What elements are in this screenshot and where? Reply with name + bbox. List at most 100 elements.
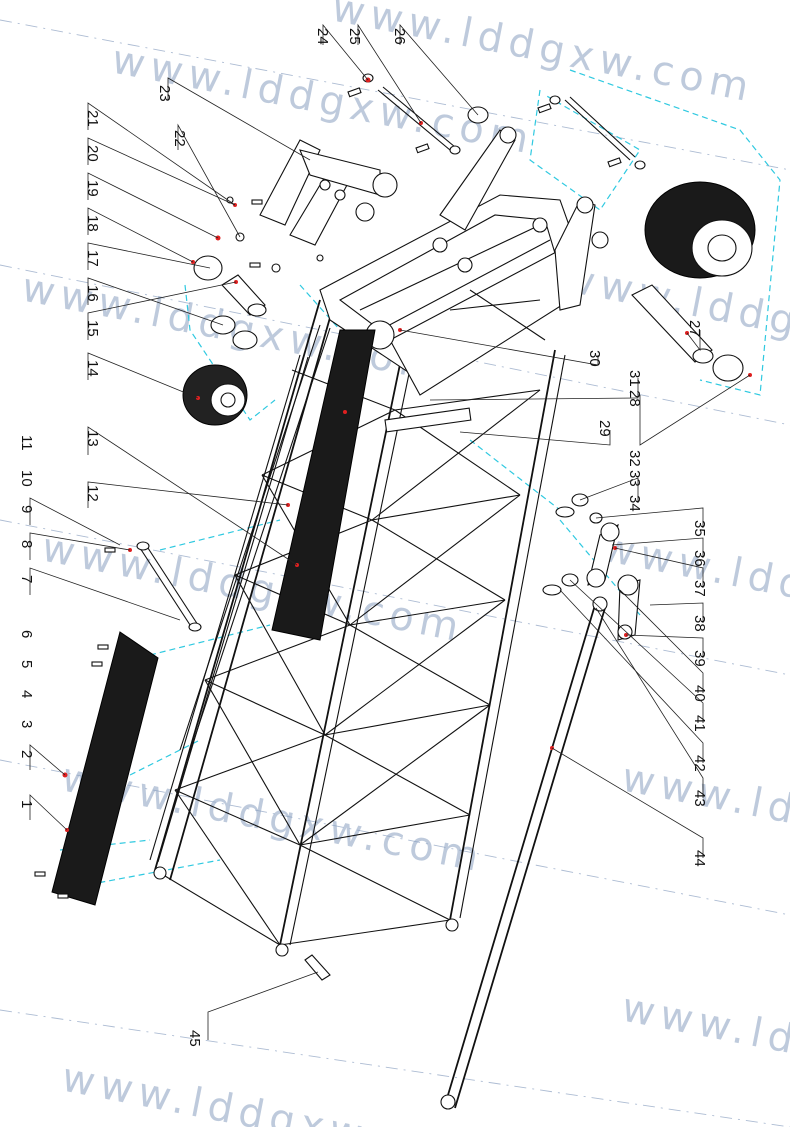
- callout-28: 28: [626, 374, 751, 446]
- part-number-label: 6: [18, 630, 35, 638]
- part-number-label: 1: [18, 800, 35, 808]
- callout-33: 33: [626, 470, 643, 487]
- callout-6: 6: [18, 630, 35, 638]
- callout-24: 24: [314, 23, 369, 81]
- callout-40: 40: [619, 589, 708, 702]
- part-number-label: 32: [626, 450, 643, 467]
- part-number-label: 37: [691, 580, 708, 597]
- callout-26: 26: [391, 23, 479, 116]
- part-number-label: 26: [391, 28, 408, 45]
- boom-head: [319, 126, 609, 433]
- leader-line: [619, 589, 704, 693]
- leader-line: [399, 23, 479, 116]
- part-number-label: 3: [18, 720, 35, 728]
- leader-line: [87, 172, 219, 239]
- callout-39: 39: [625, 634, 708, 667]
- part-number-label: 40: [691, 685, 708, 702]
- leader-line: [595, 507, 704, 528]
- part-number-label: 34: [626, 495, 643, 512]
- central-walkway-mesh: [271, 329, 376, 641]
- callout-29: 29: [459, 420, 613, 446]
- part-number-label: 16: [84, 285, 101, 302]
- leader-line: [614, 547, 704, 588]
- part-number-label: 9: [18, 505, 35, 513]
- callout-43: 43: [595, 607, 708, 807]
- leader-line: [595, 607, 704, 798]
- large-pulley: [644, 181, 756, 279]
- leader-line: [87, 277, 224, 326]
- callout-32: 32: [626, 450, 643, 467]
- callout-12: 12: [84, 481, 289, 508]
- part-number-label: 10: [18, 470, 35, 487]
- part-number-label: 39: [691, 650, 708, 667]
- part-number-label: 24: [314, 28, 331, 45]
- leader-line: [429, 378, 639, 401]
- callout-10: 10: [18, 470, 35, 487]
- part-number-label: 42: [691, 755, 708, 772]
- leader-line: [611, 537, 704, 558]
- part-number-label: 31: [626, 370, 643, 387]
- callout-20: 20: [84, 137, 236, 206]
- part-number-label: 13: [84, 430, 101, 447]
- rocker-bracket: [259, 139, 398, 246]
- leader-line: [579, 477, 639, 503]
- part-number-label: 22: [171, 130, 188, 147]
- watermark-text: www.lddgxw.com: [618, 985, 790, 1112]
- leader-line: [559, 589, 704, 763]
- leader-line: [87, 207, 194, 263]
- link-plates: [542, 493, 641, 641]
- callout-22: 22: [171, 123, 241, 238]
- callout-36: 36: [611, 537, 708, 567]
- leader-line: [459, 430, 611, 446]
- leader-line: [167, 77, 311, 161]
- part-number-label: 12: [84, 485, 101, 502]
- callout-11: 11: [18, 435, 35, 451]
- callout-13: 13: [84, 426, 298, 566]
- part-number-label: 7: [18, 575, 35, 583]
- watermark-text: www.lddgxw.com: [58, 1055, 488, 1127]
- callout-42: 42: [559, 589, 708, 772]
- callout-19: 19: [84, 172, 219, 239]
- part-number-label: 4: [18, 690, 35, 698]
- part-number-label: 25: [346, 28, 363, 45]
- loose-walkway-mesh: [51, 631, 159, 906]
- part-number-label: 27: [686, 320, 703, 337]
- part-number-label: 2: [18, 750, 35, 758]
- leader-line: [177, 123, 241, 238]
- watermark-lines: [0, 19, 790, 1128]
- leader-line: [29, 567, 181, 621]
- leader-line: [207, 971, 319, 1040]
- part-number-label: 11: [18, 435, 35, 451]
- part-number-label: 43: [691, 790, 708, 807]
- part-number-label: 30: [586, 350, 603, 367]
- part-number-label: 21: [84, 110, 101, 127]
- watermarks: www.lddgxw.com www.lddgxw.com www.lddgxw…: [18, 0, 790, 1132]
- callout-34: 34: [579, 477, 643, 512]
- callout-30: 30: [399, 329, 603, 367]
- leader-line: [87, 102, 236, 206]
- callout-9: 9: [18, 497, 121, 546]
- part-number-label: 8: [18, 540, 35, 548]
- callout-15: 15: [84, 281, 237, 340]
- callout-21: 21: [84, 102, 236, 206]
- callout-41: 41: [569, 579, 708, 732]
- callout-8: 8: [18, 532, 131, 560]
- bottom-pin: [304, 954, 331, 981]
- callout-7: 7: [18, 567, 181, 621]
- leader-line: [87, 426, 298, 566]
- callout-4: 4: [18, 690, 35, 698]
- long-tie-bar: [440, 596, 608, 1110]
- leader-line: [322, 23, 369, 81]
- leader-line: [639, 374, 751, 446]
- item-markers: [62, 77, 752, 832]
- callout-14: 14: [84, 352, 199, 399]
- leader-line: [686, 330, 701, 352]
- fasteners: [34, 87, 622, 899]
- callout-17: 17: [84, 242, 211, 270]
- callout-45: 45: [186, 971, 319, 1047]
- callout-25: 25: [346, 23, 422, 124]
- callout-2: 2: [18, 744, 66, 776]
- leader-line: [551, 747, 704, 858]
